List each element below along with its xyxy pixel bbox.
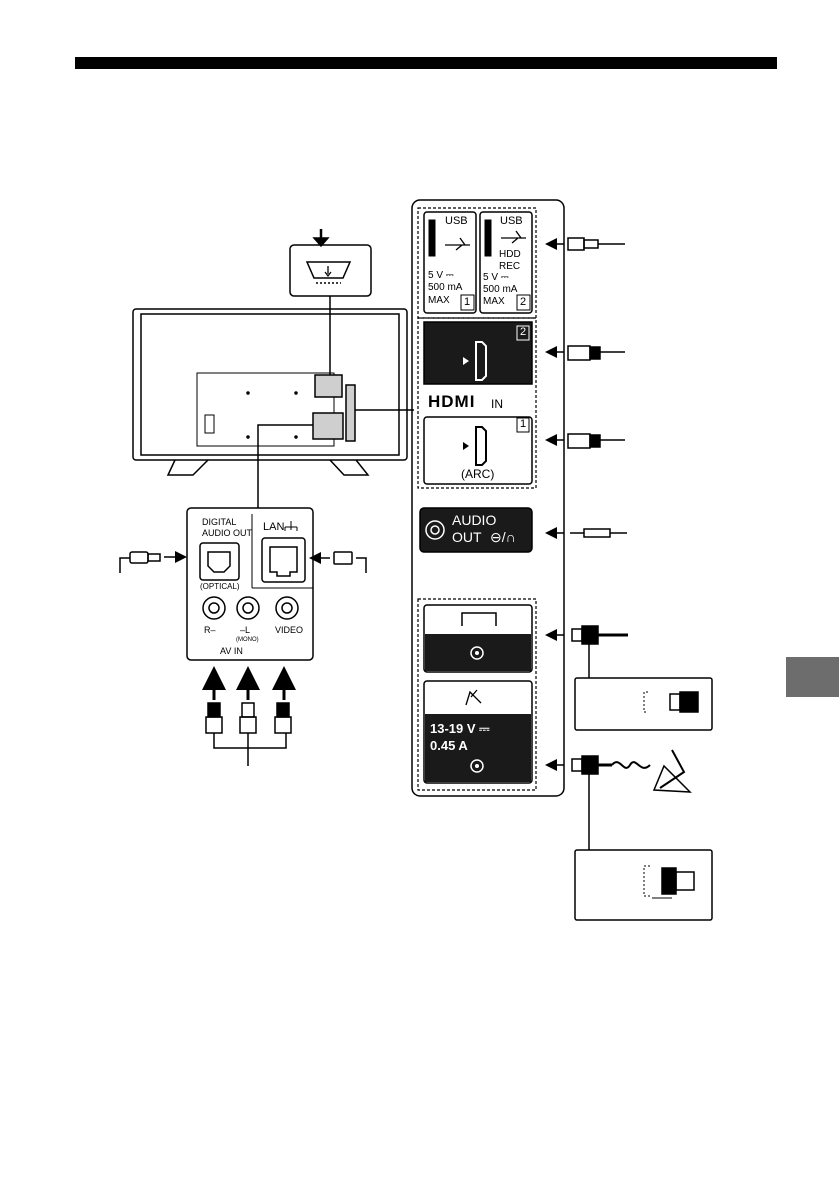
hdmi-logo: HDMI: [428, 393, 475, 410]
usb2-hdd: HDD: [499, 250, 521, 260]
digital-label: DIGITAL: [202, 518, 236, 527]
usb2-rec: REC: [499, 262, 520, 272]
usb2-rating-1: 5 V ⎓: [483, 273, 509, 283]
usb1-number: 1: [464, 297, 470, 308]
audio-out-line1: AUDIO: [452, 513, 496, 527]
audio-out-label: AUDIO OUT: [202, 529, 252, 538]
hdmi-port-2-number: 2: [520, 327, 526, 338]
usb1-rating-2: 500 mA: [428, 283, 462, 293]
usb1-label: USB: [445, 216, 468, 227]
tv-rear: [133, 309, 407, 475]
lan-cable: [312, 552, 366, 573]
usb2-label: USB: [500, 216, 523, 227]
mono-label: (MONO): [236, 637, 259, 643]
audio-out-line2: OUT: [452, 530, 482, 544]
hdmi-port-1-number: 1: [520, 419, 526, 430]
usb2-rating-2: 500 mA: [483, 285, 517, 295]
usb2-number: 2: [520, 297, 526, 308]
optical-cable: [120, 552, 184, 573]
hdmi-in-label: IN: [491, 398, 503, 410]
l-label: –L: [240, 626, 250, 635]
hdmi-arc-label: (ARC): [461, 468, 494, 480]
satellite-current: 0.45 A: [430, 739, 468, 752]
usb2-rating-3: MAX: [483, 297, 505, 307]
usb1-rating-3: MAX: [428, 296, 450, 306]
usb1-rating-1: 5 V ⎓: [428, 271, 454, 281]
r-label: R–: [204, 626, 216, 635]
satellite-voltage: 13-19 V ⎓: [430, 722, 490, 735]
lan-label: LAN: [263, 522, 284, 533]
side-cables: [548, 238, 712, 920]
optical-label: (OPTICAL): [200, 583, 240, 591]
av-in-label: AV IN: [220, 647, 243, 656]
mount-icon: [290, 229, 371, 375]
headphone-icon: ⊖/∩: [490, 530, 516, 544]
rca-cables: [206, 672, 291, 766]
video-label: VIDEO: [275, 626, 303, 635]
